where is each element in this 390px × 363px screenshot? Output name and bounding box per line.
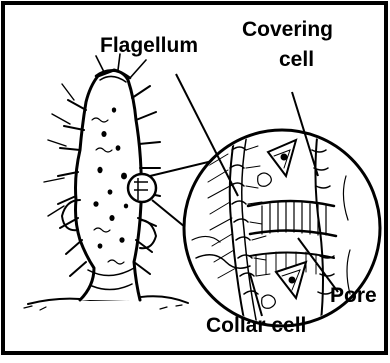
collar-cell-label: Collar cell: [206, 314, 306, 337]
covering-cell-label-line1: Covering: [242, 18, 333, 41]
pore-label: Pore: [330, 284, 377, 307]
magnify-source-circle: [128, 174, 156, 202]
covering-cell-label-line2: cell: [279, 48, 314, 71]
flagellum-label: Flagellum: [100, 34, 198, 57]
